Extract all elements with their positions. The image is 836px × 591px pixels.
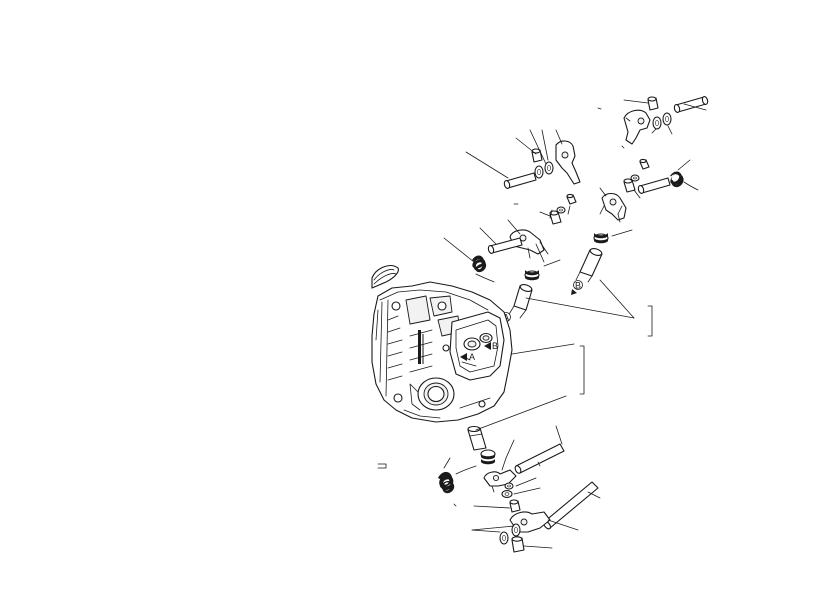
washer [500,532,508,544]
mid-right-rocker-group [600,159,698,222]
label-b-head: B [484,341,498,351]
pushrod-lower [468,427,486,451]
torsion-spring-right [670,171,698,191]
gasket [372,266,398,288]
tappet-callout [526,280,652,336]
bracket-left [378,464,386,468]
adjuster-nut [624,179,635,192]
valve-cap [640,159,649,169]
rocker-shaft-top-right [673,96,708,113]
washer [502,491,512,498]
label-a-head: A [460,352,475,362]
rocker-shaft-mid-right [637,178,670,194]
rocker-shaft-lower [514,444,564,474]
top-left-rocker-group [466,130,580,189]
top-right-rocker-group [598,96,709,148]
washer [512,524,520,536]
rocker-arm-top-right [624,110,650,144]
washer [653,117,661,129]
washer [663,113,671,125]
tappet-a [508,283,533,318]
collet [505,483,513,489]
rocker-arm-top-left [556,141,580,184]
rocker-shaft-lower-right [542,482,598,530]
seal-lower [481,450,495,465]
svg-text:A: A [469,352,475,362]
tappet-b [576,247,603,282]
mid-left-rocker-group [480,194,576,262]
bushing [532,149,542,162]
collet [631,175,639,181]
pushrod-guide-mid-left [525,260,560,281]
exhaust-port [410,378,454,410]
label-b-upper: B [571,280,583,295]
torsion-spring-left [444,238,494,282]
adjuster-nut [510,500,520,512]
bushing [648,97,658,110]
valve-cap [567,194,576,204]
washer [545,162,553,174]
rocker-shaft-top-left [503,173,536,189]
cylinder-head-callout [512,344,584,394]
bushing [512,537,524,552]
torsion-spring-lower [438,458,476,494]
adjuster-nut [550,211,561,224]
rocker-arm-mid-right [600,194,626,223]
svg-text:B: B [575,280,581,290]
pushrod-guide-mid-right [594,230,632,244]
collet [557,207,565,213]
rocker-shaft-mid-left [487,238,522,254]
rocker-arm-mid-left [510,230,548,262]
svg-text:B: B [492,341,498,351]
cylinder-head: A B [372,282,512,422]
leader-pushrod-lower [476,396,566,430]
washer [535,166,543,178]
